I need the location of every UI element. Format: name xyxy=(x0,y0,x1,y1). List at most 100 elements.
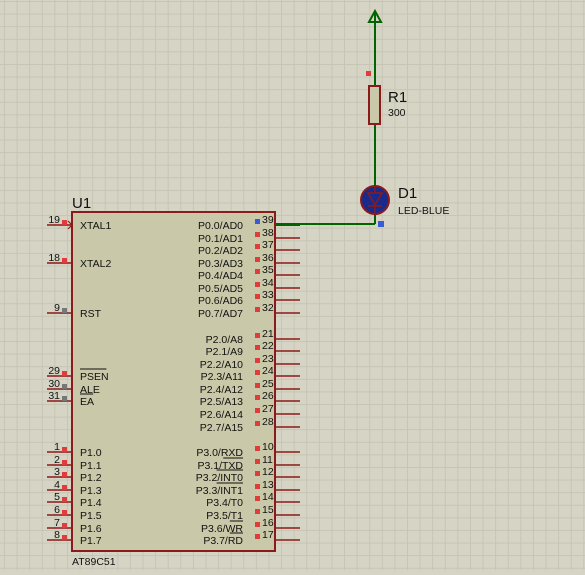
pin-name: P2.2/A10 xyxy=(200,359,243,371)
pin-number: 32 xyxy=(262,302,274,314)
pin-marker xyxy=(255,459,260,464)
pin-marker xyxy=(255,496,260,501)
pin-name: P2.7/A15 xyxy=(200,422,243,434)
pin-marker xyxy=(255,358,260,363)
r1-value: 300 xyxy=(388,107,406,119)
pin-marker xyxy=(62,460,67,465)
pin-number: 21 xyxy=(262,328,274,340)
pin-marker xyxy=(255,522,260,527)
pin-marker xyxy=(255,446,260,451)
pin-marker xyxy=(255,269,260,274)
pin-number: 31 xyxy=(48,390,60,402)
pin-name: P2.3/A11 xyxy=(201,371,244,383)
pin-number: 36 xyxy=(262,252,274,264)
pin-name: P3.7/RD xyxy=(203,535,243,547)
d1-ref: D1 xyxy=(398,185,417,202)
pin-marker xyxy=(62,510,67,515)
pin-number: 24 xyxy=(262,365,274,377)
pin-name: P2.5/A13 xyxy=(200,396,243,408)
pin-number: 35 xyxy=(262,264,274,276)
pin-name: P2.4/A12 xyxy=(200,384,243,396)
pin-marker xyxy=(255,333,260,338)
clock-pin-icon xyxy=(67,220,73,230)
pin-marker xyxy=(62,384,67,389)
pin-number: 16 xyxy=(262,517,274,529)
pin-name: P1.1 xyxy=(80,460,102,472)
led-icon[interactable] xyxy=(360,185,390,215)
pin-name: P3.6/WR xyxy=(201,523,243,535)
pin-number: 37 xyxy=(262,239,274,251)
pin-number: 2 xyxy=(54,454,60,466)
pin-name: P3.1/TXD xyxy=(197,460,243,472)
pin-number: 7 xyxy=(54,517,60,529)
pin-number: 13 xyxy=(262,479,274,491)
pin-name: P1.2 xyxy=(80,472,102,484)
pin-number: 30 xyxy=(48,378,60,390)
pin-name: XTAL2 xyxy=(80,258,111,270)
pin-name: PSEN xyxy=(80,371,109,383)
pin-marker xyxy=(62,396,67,401)
pin-marker xyxy=(255,534,260,539)
pin-name: P0.6/AD6 xyxy=(198,295,243,307)
microcontroller-icon[interactable] xyxy=(71,211,276,552)
pin-name: EA xyxy=(80,396,94,408)
pin-marker xyxy=(255,219,260,224)
resistor-icon[interactable] xyxy=(368,85,381,125)
pin-name: P3.2/INT0 xyxy=(196,472,243,484)
r1-pin-marker xyxy=(366,71,371,76)
power-terminal-icon[interactable] xyxy=(367,8,383,23)
pin-name: P0.5/AD5 xyxy=(198,283,243,295)
pin-marker xyxy=(255,484,260,489)
pin-name: P1.7 xyxy=(80,535,102,547)
pin-number: 29 xyxy=(48,365,60,377)
pin-number: 19 xyxy=(48,214,60,226)
pin-marker xyxy=(62,497,67,502)
pin-name: P1.4 xyxy=(80,497,102,509)
pin-number: 27 xyxy=(262,403,274,415)
pin-number: 3 xyxy=(54,466,60,478)
pin-marker xyxy=(62,535,67,540)
pin-number: 8 xyxy=(54,529,60,541)
